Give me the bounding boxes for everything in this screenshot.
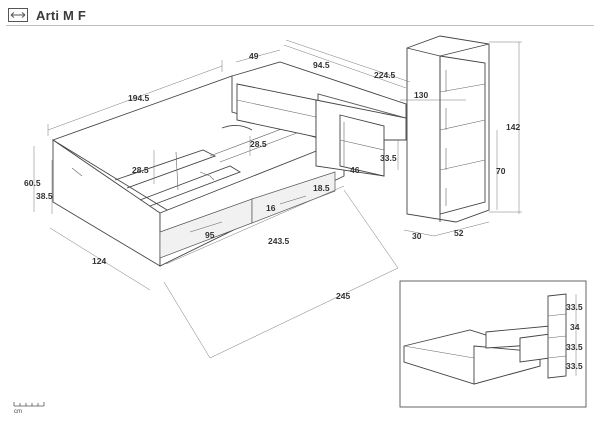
dim-inset-shelf-2: 34 (570, 322, 580, 332)
dim-bookcase-height: 142 (506, 122, 520, 132)
headboard-unit (231, 61, 407, 177)
dim-bookcase-side: 52 (454, 228, 464, 238)
dim-rail-height: 28.5 (132, 165, 149, 175)
dim-desk-height: 46 (350, 165, 360, 175)
dim-inset-shelf-4: 33.5 (566, 361, 583, 371)
header-divider (6, 25, 594, 26)
dim-bookcase-width: 70 (496, 166, 506, 176)
bookcase (406, 35, 490, 223)
dim-bookcase-base: 30 (412, 231, 422, 241)
width-arrow-icon (8, 8, 28, 22)
dim-drawer-width: 95 (205, 230, 215, 240)
dimension-lines (33, 39, 522, 359)
dimension-labels: 194.5 49 94.5 224.5 130 142 70 60.5 38.5… (24, 51, 520, 301)
dim-total-top: 224.5 (374, 70, 396, 80)
dim-desk-shelf: 33.5 (380, 153, 397, 163)
product-title: Arti M F (36, 7, 86, 23)
dim-total-length: 245 (336, 291, 350, 301)
dim-drawer-gap: 16 (266, 203, 276, 213)
ruler-icon (13, 402, 45, 407)
inset-view: 33.5 34 33.5 33.5 (399, 280, 587, 408)
scale-unit-label: cm (14, 409, 22, 415)
dim-inset-shelf-1: 33.5 (566, 302, 583, 312)
header: Arti M F (8, 6, 86, 24)
dim-side-height: 60.5 (24, 178, 41, 188)
dim-bookcase-depth: 130 (414, 90, 428, 100)
dim-unit-width: 94.5 (313, 60, 330, 70)
dim-inner-height: 38.5 (36, 191, 53, 201)
dim-inset-shelf-3: 33.5 (566, 342, 583, 352)
dim-bed-width: 124 (92, 256, 106, 266)
dim-bed-length: 194.5 (128, 93, 150, 103)
dim-headboard-depth: 49 (249, 51, 259, 61)
dim-shelf-offset: 28.5 (250, 139, 267, 149)
dim-front-length: 243.5 (268, 236, 290, 246)
dim-drawer-depth: 18.5 (313, 183, 330, 193)
